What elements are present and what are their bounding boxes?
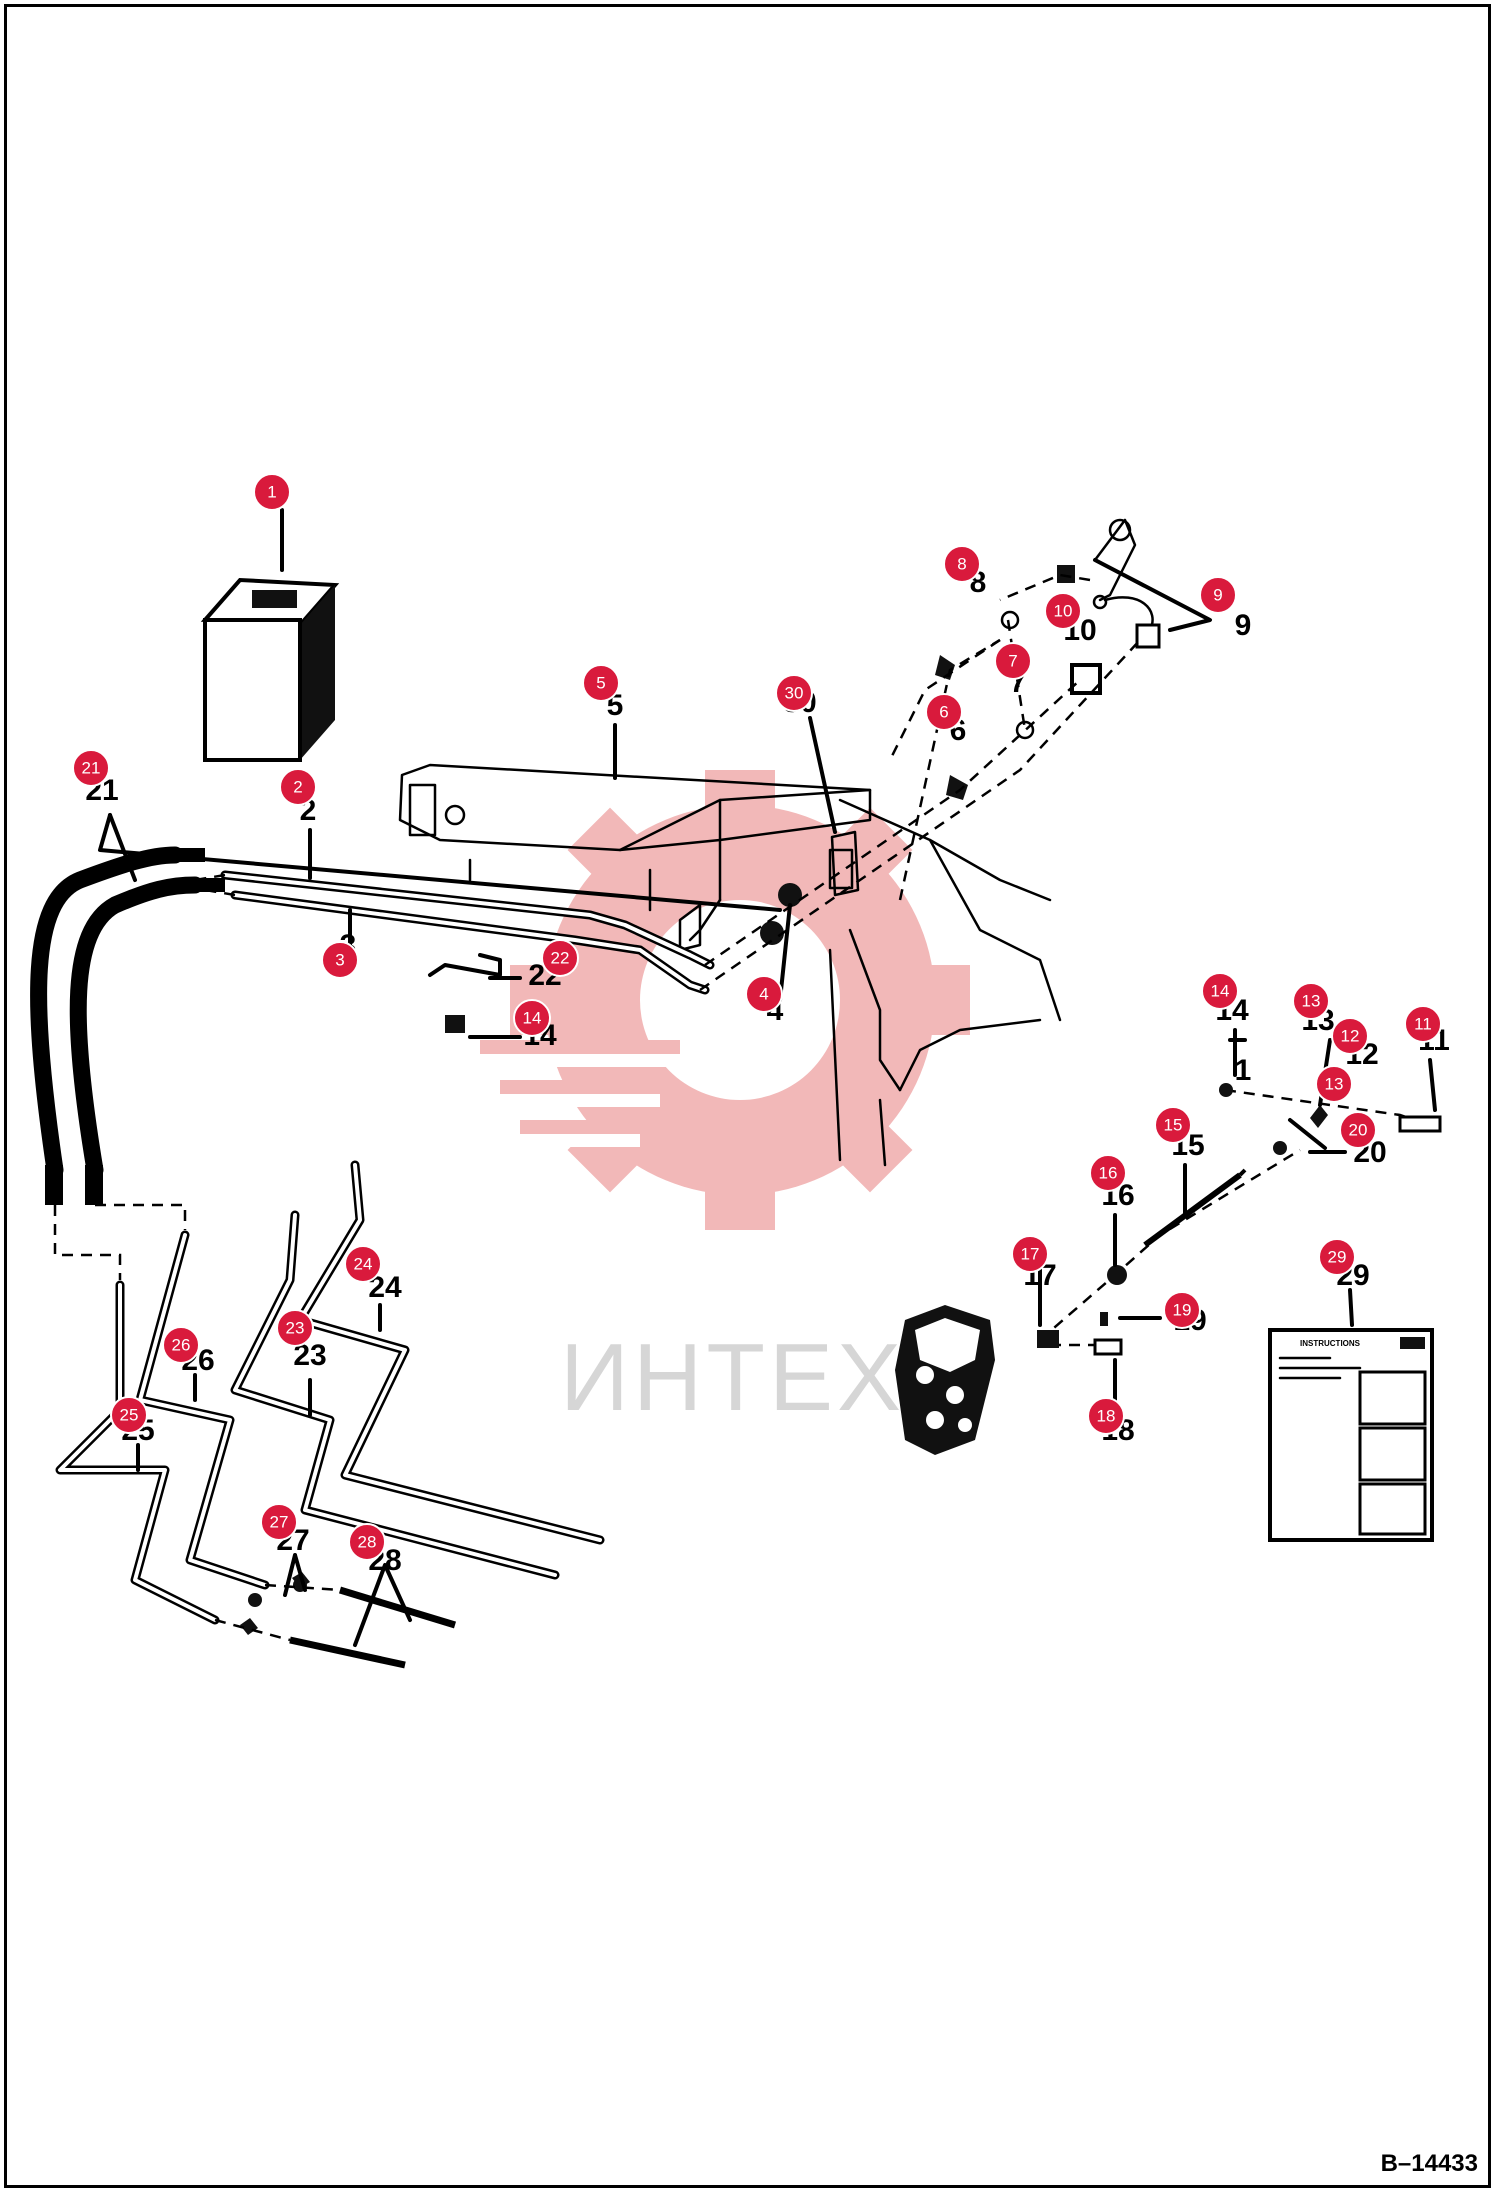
callout-badge-3[interactable]: 3: [321, 941, 359, 979]
document-id: B–14433: [1380, 2150, 1478, 2177]
callout-badge-22[interactable]: 22: [541, 939, 579, 977]
svg-text:9: 9: [1213, 586, 1222, 605]
svg-text:30: 30: [785, 684, 804, 703]
callout-badge-10[interactable]: 10: [1044, 592, 1082, 630]
callout-badge-30[interactable]: 30: [775, 674, 813, 712]
svg-text:4: 4: [759, 985, 768, 1004]
svg-text:19: 19: [1173, 1301, 1192, 1320]
callout-badge-13a[interactable]: 13: [1292, 982, 1330, 1020]
control-valve-part: [895, 1305, 995, 1455]
svg-text:8: 8: [957, 555, 966, 574]
svg-text:20: 20: [1349, 1121, 1368, 1140]
svg-text:21: 21: [82, 759, 101, 778]
svg-text:6: 6: [939, 703, 948, 722]
hydraulic-hose-part: [30, 846, 225, 1205]
svg-text:7: 7: [1008, 652, 1017, 671]
svg-text:16: 16: [1099, 1164, 1118, 1183]
filter-box-part: [200, 577, 340, 762]
svg-text:25: 25: [120, 1406, 139, 1425]
svg-text:14: 14: [523, 1009, 542, 1028]
callout-badge-25[interactable]: 25: [110, 1396, 148, 1434]
svg-text:18: 18: [1097, 1407, 1116, 1426]
svg-text:28: 28: [358, 1533, 377, 1552]
callout-badge-26[interactable]: 26: [162, 1326, 200, 1364]
callout-badge-8[interactable]: 8: [943, 545, 981, 583]
fitting-set-top: [760, 518, 1161, 945]
callout-badge-9[interactable]: 9: [1199, 576, 1237, 614]
callout-badge-1[interactable]: 1: [253, 473, 291, 511]
watermark-text: ИНТЕХ: [560, 1324, 905, 1431]
svg-text:27: 27: [270, 1513, 289, 1532]
svg-text:13: 13: [1325, 1075, 1344, 1094]
svg-text:5: 5: [596, 674, 605, 693]
svg-text:23: 23: [286, 1319, 305, 1338]
svg-text:2: 2: [293, 778, 302, 797]
callout-badge-29[interactable]: 29: [1318, 1238, 1356, 1276]
svg-text:15: 15: [1164, 1116, 1183, 1135]
svg-text:1: 1: [267, 483, 276, 502]
svg-text:10: 10: [1054, 602, 1073, 621]
svg-text:14: 14: [1211, 982, 1230, 1001]
svg-text:17: 17: [1021, 1245, 1040, 1264]
callout-badge-27[interactable]: 27: [260, 1503, 298, 1541]
callout-badge-13b[interactable]: 13: [1315, 1065, 1353, 1103]
callout-badge-24[interactable]: 24: [344, 1245, 382, 1283]
callout-badge-2[interactable]: 2: [279, 768, 317, 806]
control-rod-part: [1037, 1083, 1442, 1356]
callout-badge-5[interactable]: 5: [582, 664, 620, 702]
callout-badge-16[interactable]: 16: [1089, 1154, 1127, 1192]
hydraulic-tube-part: [220, 870, 715, 995]
callout-badge-14b[interactable]: 14: [513, 999, 551, 1037]
callout-badge-21[interactable]: 21: [72, 749, 110, 787]
steel-tube-set: [55, 1160, 605, 1669]
part-number: 9: [1235, 609, 1252, 642]
callout-badge-15[interactable]: 15: [1154, 1106, 1192, 1144]
callout-badge-12[interactable]: 12: [1331, 1017, 1369, 1055]
callout-badge-7[interactable]: 7: [994, 642, 1032, 680]
clamp-part: [428, 953, 502, 1033]
svg-text:12: 12: [1341, 1027, 1360, 1046]
callout-badge-19[interactable]: 19: [1163, 1291, 1201, 1329]
svg-text:29: 29: [1328, 1248, 1347, 1267]
callout-badge-14a[interactable]: 14: [1201, 972, 1239, 1010]
callout-badge-11[interactable]: 11: [1404, 1005, 1442, 1043]
callout-badge-18[interactable]: 18: [1087, 1397, 1125, 1435]
instruction-decal-title: INSTRUCTIONS: [1300, 1339, 1361, 1348]
svg-text:24: 24: [354, 1255, 373, 1274]
part-number: 1: [1235, 1054, 1252, 1087]
callout-badge-23[interactable]: 23: [276, 1309, 314, 1347]
svg-text:3: 3: [335, 951, 344, 970]
frame-bracket-part: [398, 763, 1062, 1167]
callout-badge-20[interactable]: 20: [1339, 1111, 1377, 1149]
callout-badge-17[interactable]: 17: [1011, 1235, 1049, 1273]
svg-text:22: 22: [551, 949, 570, 968]
callout-badge-4[interactable]: 4: [745, 975, 783, 1013]
svg-text:11: 11: [1414, 1015, 1432, 1034]
svg-text:13: 13: [1302, 992, 1321, 1011]
svg-text:26: 26: [172, 1336, 191, 1355]
callout-badge-28[interactable]: 28: [348, 1523, 386, 1561]
instruction-decal-part: [1268, 1328, 1434, 1542]
callout-badge-6[interactable]: 6: [925, 693, 963, 731]
